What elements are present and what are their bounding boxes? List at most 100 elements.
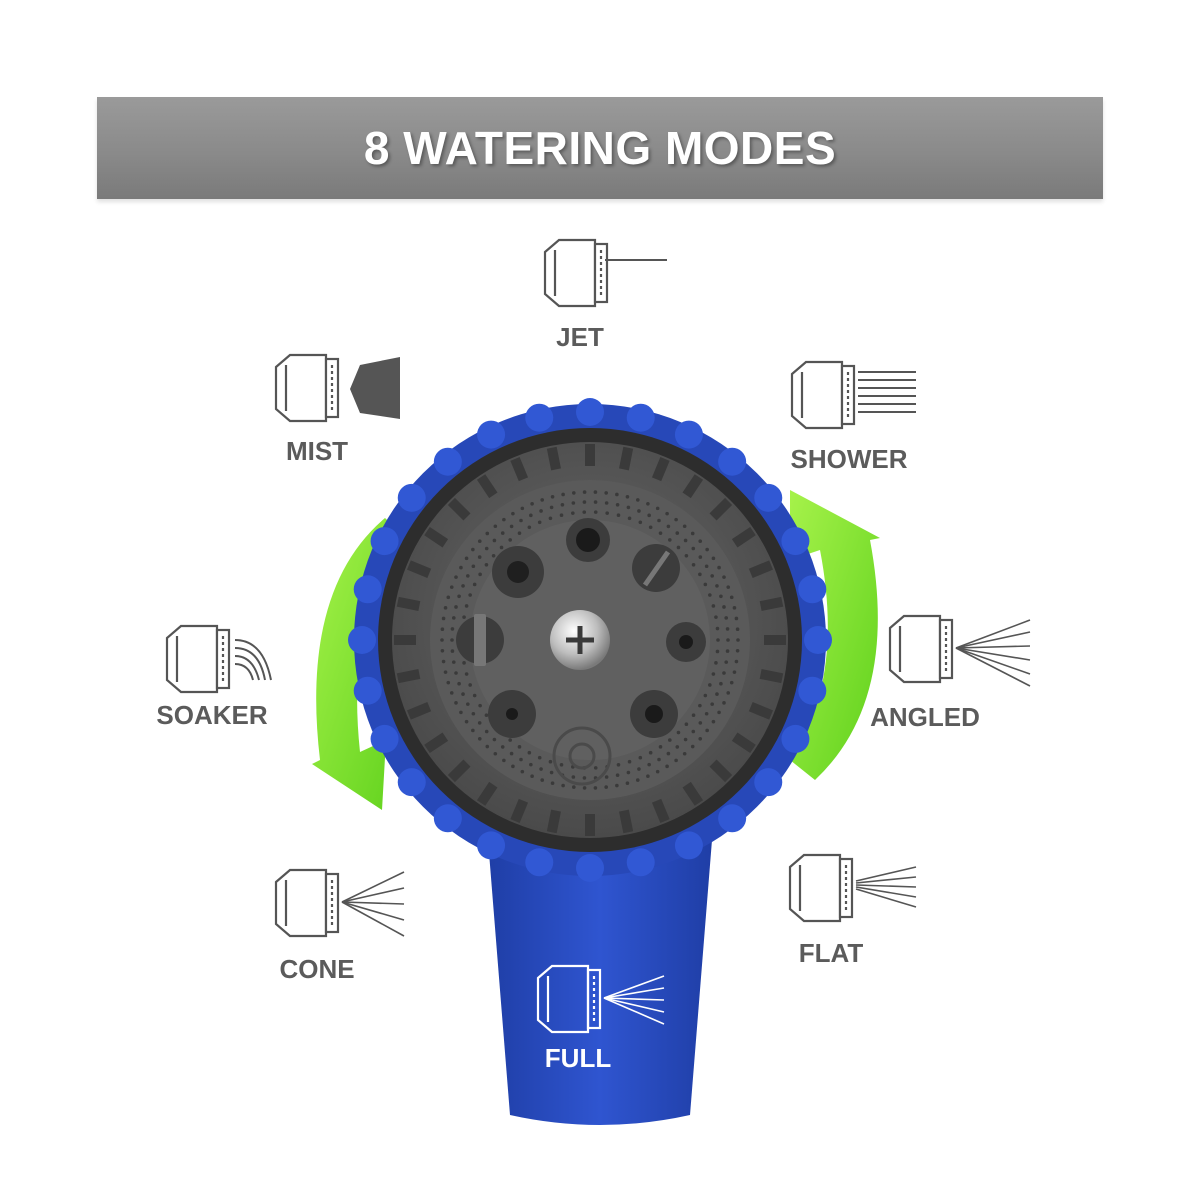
mist-hole bbox=[593, 510, 598, 514]
tooth bbox=[447, 759, 471, 783]
tooth bbox=[476, 474, 498, 499]
mist-hole bbox=[560, 502, 565, 507]
mist-hole bbox=[604, 775, 609, 779]
mist-hole bbox=[715, 626, 720, 631]
mist-hole bbox=[519, 518, 523, 523]
grip-bump bbox=[353, 676, 382, 705]
grip-bump bbox=[353, 575, 382, 604]
tooth bbox=[651, 457, 670, 482]
mist-hole bbox=[726, 691, 731, 695]
tooth bbox=[731, 732, 756, 754]
tooth bbox=[424, 526, 449, 548]
grip-bump bbox=[370, 527, 399, 556]
mist-hole bbox=[451, 660, 456, 664]
mist-hole bbox=[519, 757, 523, 762]
tooth bbox=[394, 635, 416, 645]
tooth bbox=[619, 446, 634, 471]
mode-label-flat: FLAT bbox=[798, 938, 864, 968]
mist-hole bbox=[472, 582, 477, 587]
grip-bump bbox=[798, 676, 827, 705]
mist-hole bbox=[635, 778, 640, 782]
mist-hole bbox=[683, 737, 688, 742]
mist-hole bbox=[502, 517, 506, 522]
flat-icon bbox=[788, 853, 917, 923]
mist-hole bbox=[690, 744, 695, 749]
mist-hole bbox=[457, 594, 461, 599]
mist-hole bbox=[646, 501, 650, 506]
mist-hole bbox=[462, 661, 466, 665]
mist-hole bbox=[657, 757, 661, 762]
tooth bbox=[748, 560, 773, 579]
mist-hole bbox=[682, 751, 687, 756]
mist-hole bbox=[446, 680, 451, 685]
mist-hole bbox=[491, 553, 496, 558]
tooth bbox=[748, 701, 773, 720]
mist-hole bbox=[698, 721, 703, 725]
tooth bbox=[759, 669, 784, 684]
mist-hole bbox=[468, 683, 472, 687]
mist-hole bbox=[735, 649, 740, 653]
mist-hole bbox=[615, 502, 620, 507]
mist-hole bbox=[508, 538, 512, 542]
mist-hole bbox=[582, 510, 587, 514]
tooth bbox=[585, 814, 595, 836]
mist-hole bbox=[530, 501, 534, 506]
tooth bbox=[396, 669, 421, 684]
tooth bbox=[731, 526, 756, 548]
mist-hole bbox=[714, 615, 718, 619]
mist-hole bbox=[637, 767, 641, 771]
mode-label-shower: SHOWER bbox=[790, 444, 908, 474]
mist-hole bbox=[604, 491, 608, 495]
mist-hole bbox=[485, 744, 490, 749]
rotate-arrow-left bbox=[312, 518, 408, 810]
mist-holes bbox=[440, 490, 740, 790]
mist-hole bbox=[625, 781, 630, 785]
mist-hole bbox=[477, 539, 482, 544]
mist-hole bbox=[722, 605, 726, 609]
tooth bbox=[510, 457, 529, 482]
mist-hole bbox=[708, 683, 712, 687]
grip-bump bbox=[718, 804, 747, 833]
tooth bbox=[619, 809, 634, 834]
mist-hole bbox=[459, 710, 463, 715]
mist-hole bbox=[734, 616, 739, 621]
mist-hole bbox=[464, 672, 469, 676]
grip-bump bbox=[626, 403, 655, 432]
grip-bump bbox=[804, 626, 832, 654]
mist-hole bbox=[464, 604, 469, 608]
mist-hole bbox=[729, 595, 734, 600]
mist-hole bbox=[698, 572, 702, 577]
mist-hole bbox=[443, 670, 448, 674]
mist-hole bbox=[637, 509, 641, 513]
mist-hole bbox=[499, 545, 504, 550]
mist-hole bbox=[691, 713, 696, 718]
mist-hole bbox=[705, 728, 709, 733]
mist-hole bbox=[549, 505, 554, 510]
mist-hole bbox=[708, 593, 712, 597]
mist-hole bbox=[716, 638, 720, 642]
banner-title: 8 WATERING MODES bbox=[363, 122, 837, 174]
mist-hole bbox=[446, 595, 451, 600]
mist-hole bbox=[593, 786, 598, 790]
mist-hole bbox=[493, 751, 498, 756]
tooth bbox=[510, 798, 529, 823]
mist-hole bbox=[691, 562, 696, 567]
mist-hole bbox=[508, 738, 512, 742]
mist-hole bbox=[561, 492, 565, 497]
mist-hole bbox=[615, 492, 619, 497]
mist-hole bbox=[454, 701, 458, 705]
mist-hole bbox=[550, 495, 555, 499]
tooth bbox=[764, 635, 786, 645]
mist-hole bbox=[711, 604, 716, 608]
mist-hole bbox=[647, 513, 651, 518]
mist-hole bbox=[464, 556, 469, 561]
mist-hole bbox=[527, 750, 532, 755]
mist-hole bbox=[478, 703, 482, 708]
mist-hole bbox=[471, 547, 475, 552]
mist-hole bbox=[477, 736, 482, 741]
mist-hole bbox=[675, 745, 680, 749]
rotate-arrow-right bbox=[790, 490, 880, 780]
mist-hole bbox=[710, 702, 714, 706]
tooth bbox=[476, 781, 498, 806]
mist-hole bbox=[462, 615, 466, 619]
